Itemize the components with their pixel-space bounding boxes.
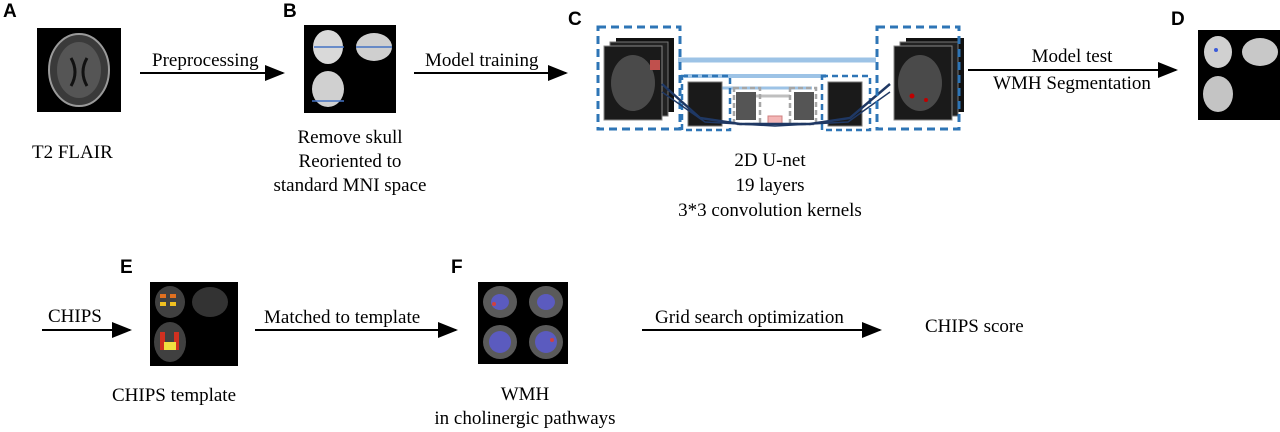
caption-chips-score: CHIPS score xyxy=(925,316,1024,337)
caption-remove-skull: Remove skull xyxy=(297,127,403,148)
caption-convolution-kernels: 3*3 convolution kernels xyxy=(678,200,862,221)
t2-flair-image xyxy=(37,28,121,112)
caption-in-cholinergic-pathways: in cholinergic pathways xyxy=(434,408,616,429)
step-label-grid-search: Grid search optimization xyxy=(655,307,844,328)
panel-label-a: A xyxy=(3,1,17,22)
chips-template-image xyxy=(150,282,238,366)
panel-label-d: D xyxy=(1171,9,1185,30)
caption-reoriented-to: Reoriented to xyxy=(298,151,402,172)
panel-label-b: B xyxy=(283,1,297,22)
caption-unet: 2D U-net xyxy=(734,150,806,171)
panel-label-e: E xyxy=(120,257,133,278)
step-label-matched-to-template: Matched to template xyxy=(264,307,421,328)
unet-diagram xyxy=(596,25,964,132)
panel-label-f: F xyxy=(451,257,463,278)
caption-19-layers: 19 layers xyxy=(735,175,805,196)
segmentation-output-image xyxy=(1198,30,1280,120)
step-label-model-test: Model test xyxy=(1031,46,1113,67)
step-label-wmh-segmentation: WMH Segmentation xyxy=(993,73,1151,94)
caption-wmh: WMH xyxy=(500,384,550,405)
caption-mni-space: standard MNI space xyxy=(273,175,427,196)
caption-t2-flair: T2 FLAIR xyxy=(32,142,113,163)
step-label-preprocessing: Preprocessing xyxy=(152,50,259,71)
preprocessed-image xyxy=(304,25,396,113)
panel-label-c: C xyxy=(568,9,582,30)
step-label-model-training: Model training xyxy=(425,50,539,71)
step-label-chips: CHIPS xyxy=(48,306,102,327)
caption-chips-template: CHIPS template xyxy=(112,385,237,406)
wmh-pathways-image xyxy=(478,282,568,364)
